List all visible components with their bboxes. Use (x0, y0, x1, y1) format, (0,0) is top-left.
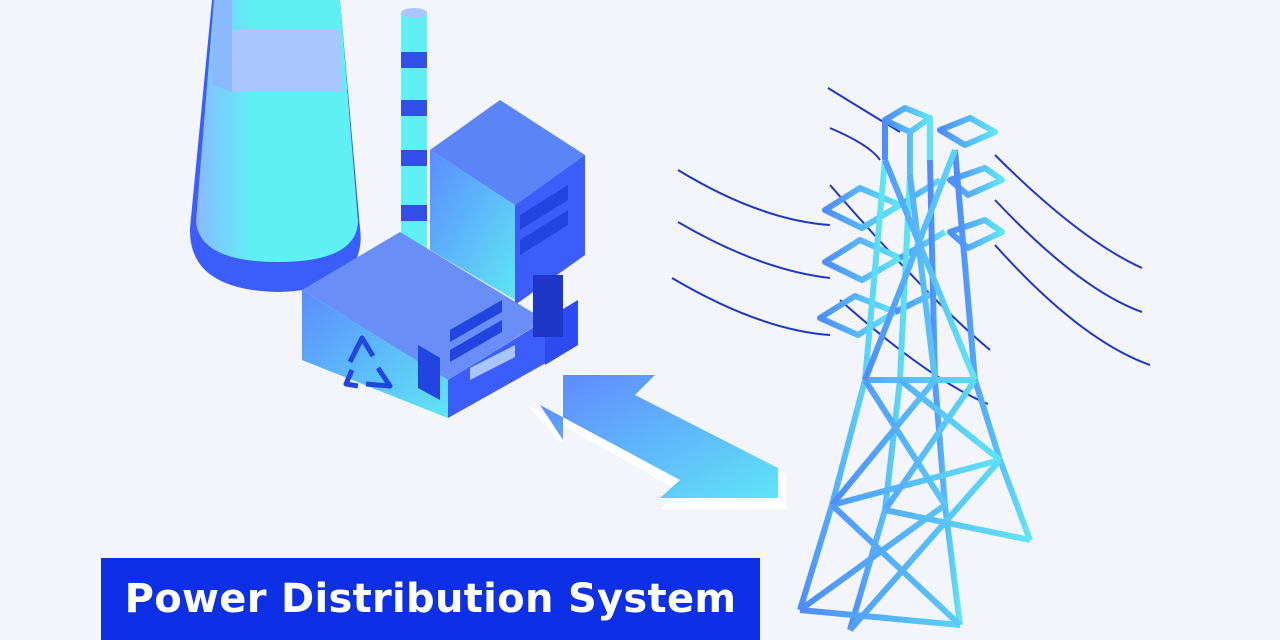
chimney (401, 8, 427, 271)
recycle-icon (343, 335, 393, 389)
page-title: Power Distribution System (124, 576, 737, 622)
cooling-tower (189, 0, 361, 292)
plant-front-block (302, 232, 578, 418)
power-lines (671, 87, 1151, 405)
plant-rear-block (430, 100, 585, 305)
title-banner: Power Distribution System (101, 558, 760, 640)
transmission-tower (797, 105, 1033, 632)
bidirectional-arrow (526, 374, 786, 509)
power-plant-illustration (189, 0, 585, 418)
